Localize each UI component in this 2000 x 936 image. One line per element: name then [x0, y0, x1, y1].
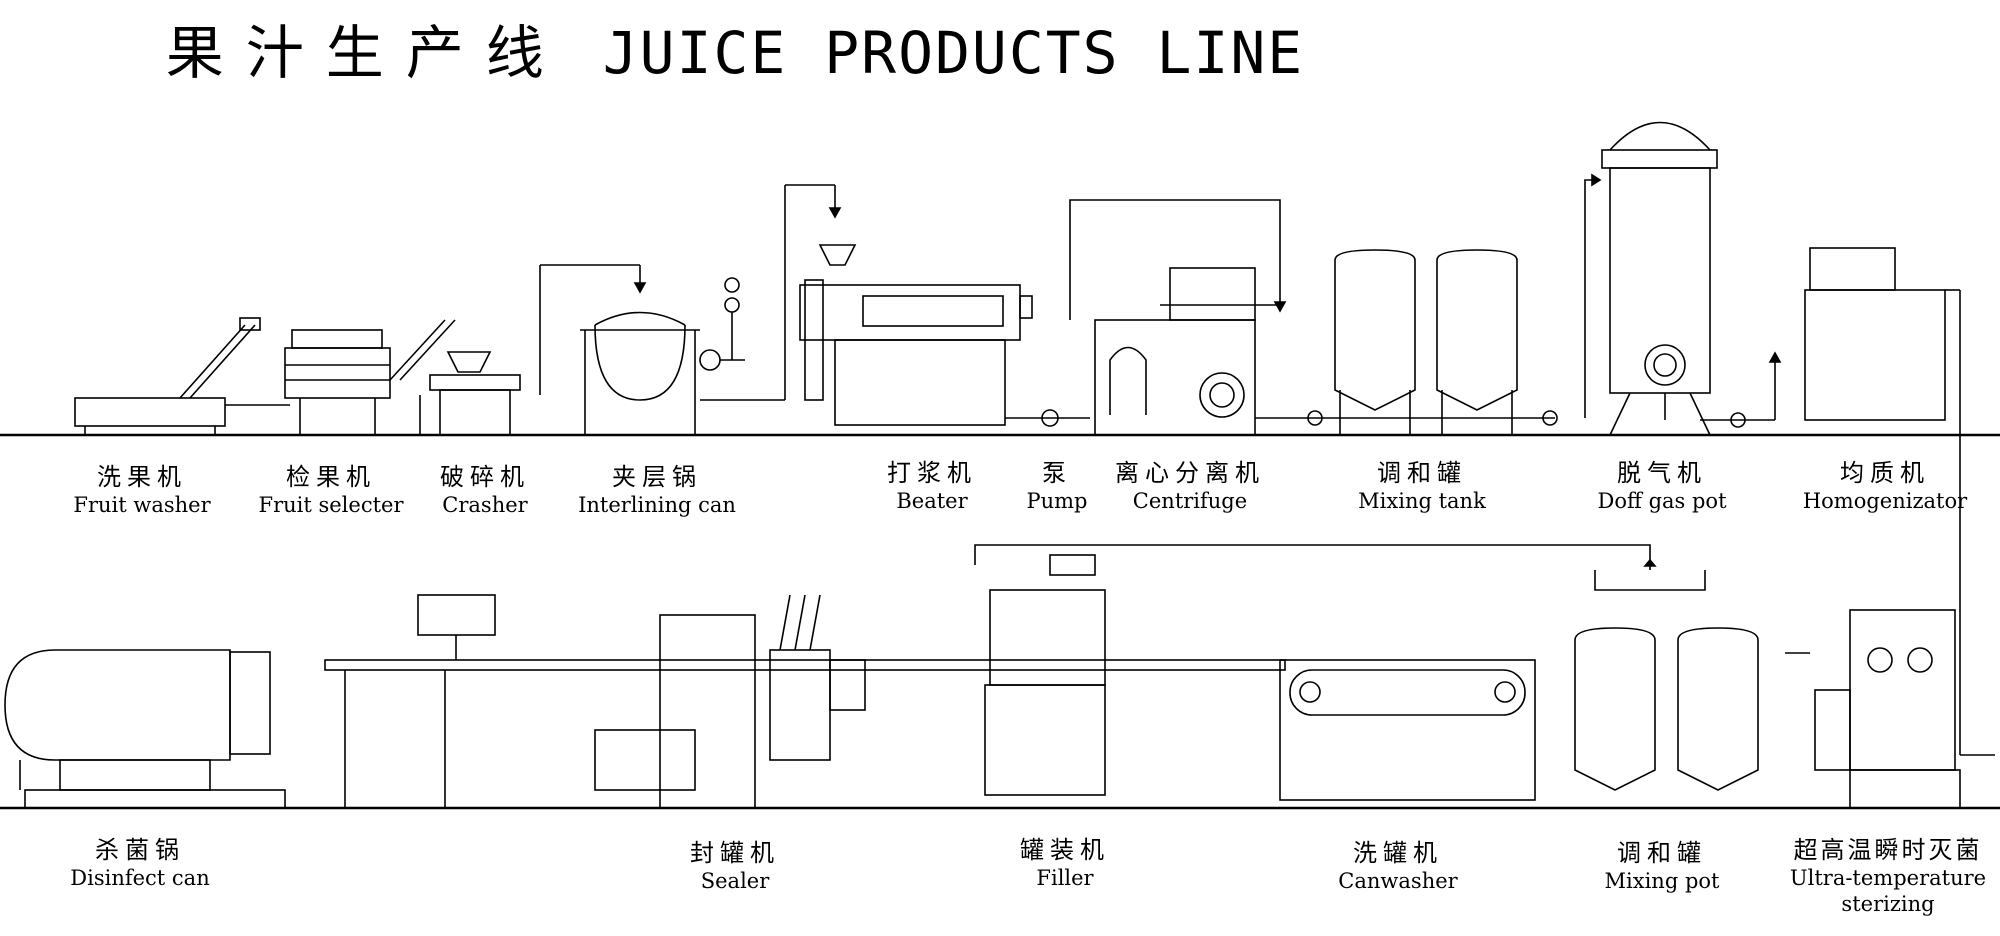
canwasher-machine [1279, 659, 1536, 801]
label-en: Mixing pot [1604, 869, 1720, 893]
label-cn: 封罐机 [690, 839, 780, 867]
pump-symbol [1005, 409, 1090, 427]
label-cn: 均质机 [1840, 459, 1930, 487]
label-en: Crasher [442, 493, 528, 517]
label-en: Beater [896, 489, 968, 513]
label-disinfect-can: 杀菌锅 Disinfect can [70, 835, 209, 891]
label-cn: 洗果机 [96, 463, 187, 491]
label-cn: 超高温瞬时灭菌 [1793, 836, 1983, 864]
label-fruit-washer: 洗果机 Fruit washer [73, 462, 210, 518]
label-en: Pump [1026, 489, 1088, 513]
crasher-machine [419, 351, 521, 436]
fruit-washer-machine [74, 317, 290, 435]
page-title: 果汁生产线 JUICE PRODUCTS LINE [0, 6, 1470, 90]
interlining-can-machine [539, 264, 745, 435]
uht-sterilizer-machine [1785, 609, 1995, 809]
label-en: Disinfect can [70, 866, 210, 890]
label-centrifuge: 离心分离机 Centrifuge [1115, 458, 1265, 514]
label-interlining-can: 夹层锅 Interlining can [578, 462, 736, 518]
label-en: Canwasher [1338, 869, 1458, 893]
label-en: Ultra-temperature sterizing [1789, 866, 1987, 916]
label-fruit-selecter: 检果机 Fruit selecter [259, 462, 404, 518]
label-cn: 夹层锅 [611, 463, 702, 491]
label-en: Fruit washer [73, 493, 211, 517]
label-cn: 杀菌锅 [94, 836, 185, 864]
label-en: Centrifuge [1132, 489, 1248, 513]
label-cn: 洗罐机 [1352, 839, 1443, 867]
label-pump: 泵 Pump [1026, 458, 1087, 514]
label-en: Homogenizator [1802, 489, 1968, 513]
title-cn: 果汁生产线 [165, 19, 566, 87]
label-mixing-tank: 调和罐 Mixing tank [1358, 458, 1486, 514]
label-en: Doff gas pot [1597, 489, 1727, 513]
label-canwasher: 洗罐机 Canwasher [1338, 838, 1457, 894]
label-sealer: 封罐机 Sealer [690, 838, 780, 894]
label-crasher: 破碎机 Crasher [440, 462, 530, 518]
beater-machine [700, 184, 1033, 426]
homogenizator-machine [1700, 247, 1961, 755]
label-cn: 破碎机 [440, 463, 530, 491]
label-homogenizator: 均质机 Homogenizator [1803, 458, 1967, 514]
centrifuge-machine [1069, 199, 1287, 436]
sealer-machine [417, 594, 866, 809]
disinfect-can-machine [4, 649, 286, 809]
mixing-tank-top [1255, 249, 1558, 435]
label-cn: 调和罐 [1616, 839, 1707, 867]
label-cn: 调和罐 [1376, 459, 1467, 487]
fruit-selecter-machine [284, 319, 456, 435]
label-en: Sealer [700, 869, 770, 893]
label-cn: 罐装机 [1020, 836, 1110, 864]
label-cn: 检果机 [285, 463, 376, 491]
label-en: Mixing tank [1358, 489, 1486, 513]
label-en: Fruit selecter [258, 493, 404, 517]
label-filler: 罐装机 Filler [1020, 835, 1110, 891]
label-cn: 泵 [1041, 459, 1072, 487]
label-cn: 脱气机 [1616, 459, 1707, 487]
label-mixing-pot: 调和罐 Mixing pot [1605, 838, 1720, 894]
doff-gas-pot-machine [1584, 121, 1718, 436]
label-ultra-temperature-sterizing: 超高温瞬时灭菌 Ultra-temperature sterizing [1773, 835, 2000, 917]
title-en: JUICE PRODUCTS LINE [602, 19, 1305, 87]
label-beater: 打浆机 Beater [887, 458, 977, 514]
conveyor-belt [324, 659, 1286, 808]
label-doff-gas-pot: 脱气机 Doff gas pot [1597, 458, 1726, 514]
label-en: Filler [1036, 866, 1094, 890]
filler-machine [974, 544, 1657, 796]
label-cn: 离心分离机 [1115, 459, 1265, 487]
label-cn: 打浆机 [887, 459, 977, 487]
mixing-pot-bottom [1574, 570, 1759, 791]
label-en: Interlining can [578, 493, 736, 517]
